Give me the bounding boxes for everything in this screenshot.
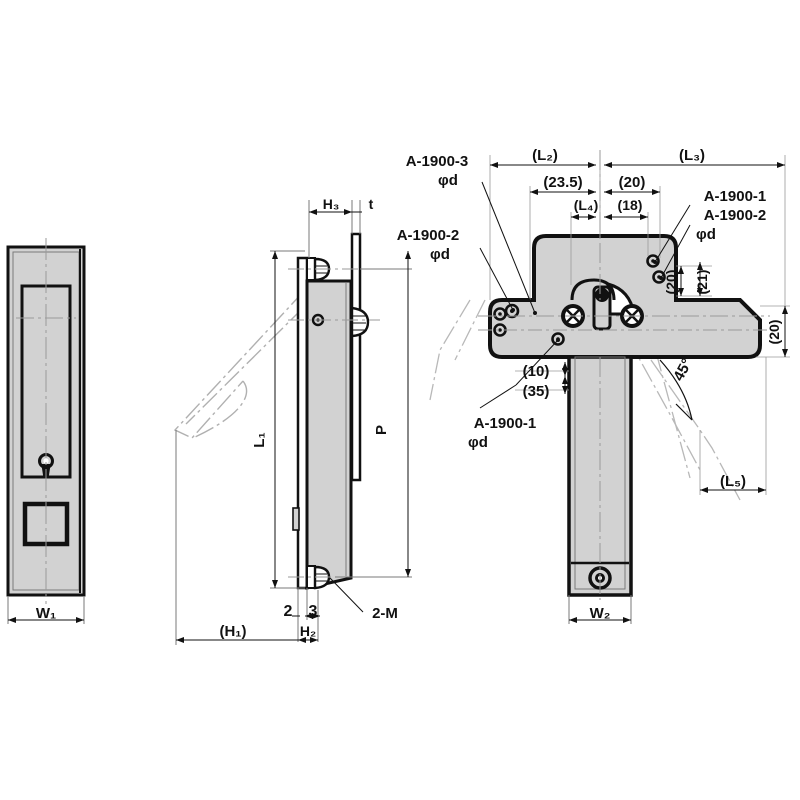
top-view-21-rot-label: (21) (694, 270, 710, 295)
side-view-dim-3-label: 3 (309, 603, 318, 620)
side-view: H₃ t L₁ P 2 3 (173, 196, 412, 645)
top-view-right-20-dimension: (20) (756, 305, 790, 358)
side-view-h2-label: H₂ (300, 623, 316, 639)
top-view: (L₂) (L₃) (23.5) (20) (L₄) (18) (397, 147, 790, 624)
front-view: W₁ (6, 238, 86, 624)
top-view-l3-label: (L₃) (679, 147, 705, 164)
callout-a1900-2-left-dia: φd (430, 246, 450, 263)
callout-a1900-1-right-label: A-1900-1 (704, 188, 767, 205)
side-view-front-flange (350, 232, 362, 482)
callout-a1900-1-bottom: A-1900-1 φd (468, 338, 560, 451)
side-view-h2-dimension: H₂ (297, 620, 319, 643)
top-view-18-label: (18) (618, 197, 643, 213)
callout-a1900-1-bottom-dia: φd (468, 434, 488, 451)
top-view-l2-l3-dimensions: (L₂) (L₃) (489, 147, 786, 310)
callout-a1900-2-left-label: A-1900-2 (397, 227, 460, 244)
side-view-t-dimension: t (352, 196, 374, 234)
side-view-h3-label: H₃ (323, 196, 340, 212)
top-view-phantom-left-arm (429, 299, 486, 401)
side-view-2m-leader: 2-M (329, 577, 398, 622)
top-view-l5-label: (L₅) (720, 473, 746, 490)
side-view-h3-dimension: H₃ (308, 196, 353, 258)
side-view-small-bottom-dimensions: 2 3 (284, 588, 320, 620)
callout-a1900-2-right-label: A-1900-2 (704, 207, 767, 224)
top-view-l4-label: (L₄) (574, 197, 599, 213)
side-view-t-label: t (369, 196, 374, 212)
top-view-w2-label: W₂ (590, 605, 611, 622)
top-view-l4-18-dimensions: (L₄) (18) (570, 197, 649, 285)
top-view-10-label: (10) (523, 363, 550, 380)
callout-a1900-3-label: A-1900-3 (406, 153, 469, 170)
top-view-20-rot-label: (20) (663, 270, 679, 295)
top-view-w2-dimension: W₂ (568, 595, 632, 624)
side-view-dim-2-label: 2 (284, 603, 293, 620)
front-view-width-dimension: W₁ (7, 597, 85, 624)
callout-a1900-1-bottom-label: A-1900-1 (474, 415, 537, 432)
top-view-35-label: (35) (523, 383, 550, 400)
side-view-h1-dimension: (H₁) (175, 430, 298, 645)
callout-a1900-right: A-1900-1 A-1900-2 φd (653, 188, 767, 280)
top-view-phantom-arm (611, 309, 741, 501)
callout-a1900-2-right-dia: φd (696, 226, 716, 243)
top-view-20-top-label: (20) (619, 174, 646, 191)
callout-a1900-2-left: A-1900-2 φd (397, 227, 515, 312)
side-view-phantom-arm (173, 289, 306, 439)
side-view-h1-label: (H₁) (219, 623, 246, 640)
side-view-plate-tab (292, 507, 300, 531)
top-view-rotated-dimensions: (20) (21) (663, 262, 712, 297)
top-view-235-20-dimensions: (23.5) (20) (529, 174, 661, 300)
callout-a1900-3: A-1900-3 φd (406, 153, 537, 315)
top-view-10-35-dimensions: (10) (35) (515, 362, 569, 400)
front-view-width-label: W₁ (36, 605, 56, 622)
side-view-pivot-fastener (350, 306, 370, 338)
top-view-l2-label: (L₂) (532, 147, 558, 164)
side-view-p-label: P (373, 425, 390, 435)
top-view-235-label: (23.5) (543, 174, 582, 191)
side-view-2m-label: 2-M (372, 605, 398, 622)
side-view-body-slab (305, 279, 353, 590)
side-view-p-dimension: P (335, 251, 412, 578)
side-view-l1-label: L₁ (251, 432, 268, 447)
top-view-20-right-label: (20) (766, 320, 782, 345)
top-view-l5-dimension: (L₅) (699, 357, 767, 495)
callout-a1900-3-dia: φd (438, 172, 458, 189)
side-view-l1-dimension: L₁ (251, 250, 305, 589)
